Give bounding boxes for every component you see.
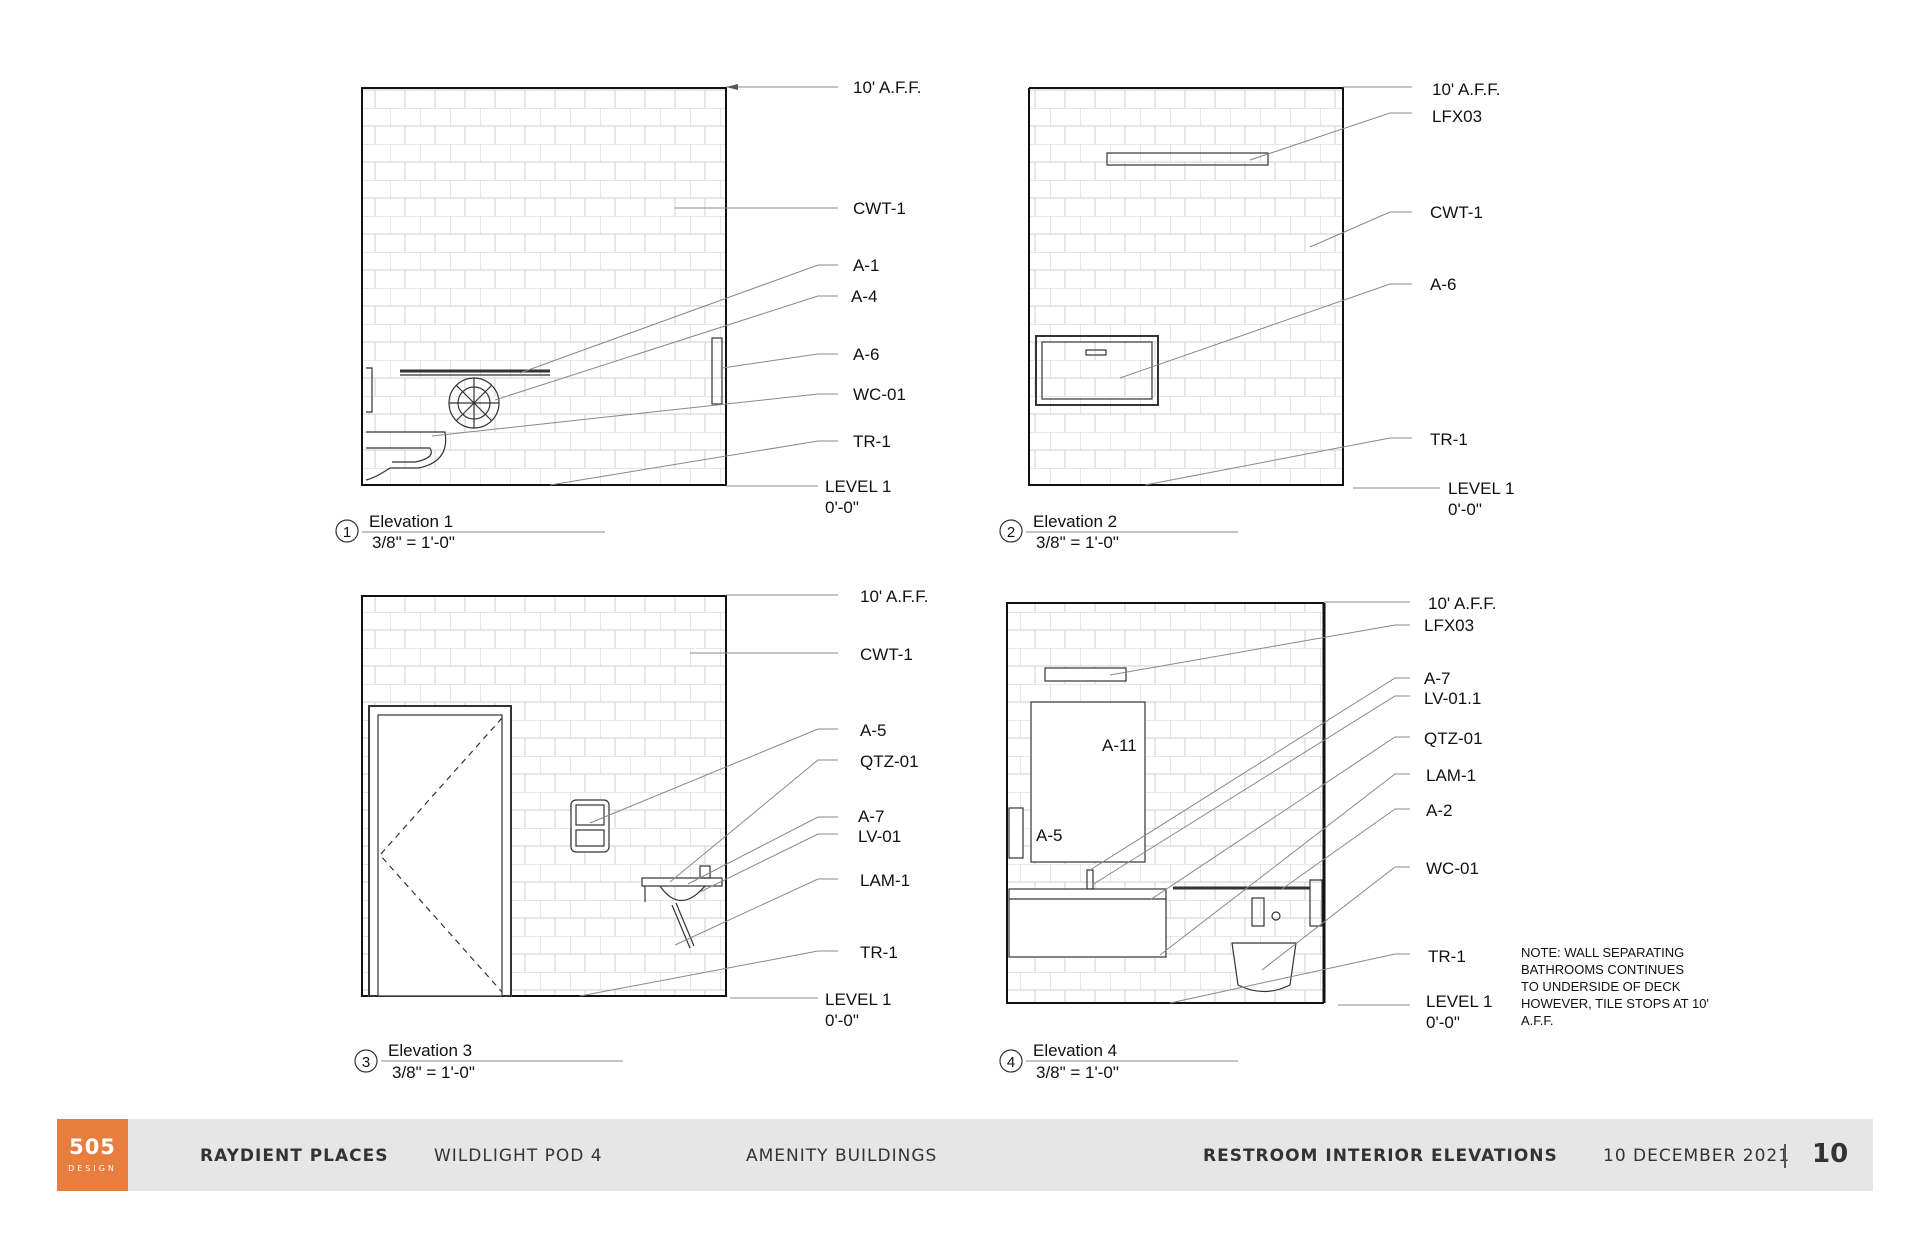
- wall-outline: [1028, 87, 1344, 486]
- logo-subtitle: DESIGN: [68, 1164, 117, 1173]
- wall-outline: [361, 87, 727, 486]
- fixtures: [1035, 152, 1269, 406]
- wall-tiles: [1029, 88, 1343, 485]
- leader-lines: [579, 594, 838, 999]
- elevation-number-circle: [999, 1049, 1023, 1073]
- label-qtz: QTZ-01: [1424, 729, 1483, 748]
- category-name: AMENITY BUILDINGS: [746, 1146, 938, 1166]
- label-cwt: CWT-1: [1430, 203, 1483, 222]
- note-line: HOWEVER, TILE STOPS AT 10': [1521, 996, 1709, 1011]
- label-affl: 10' A.F.F.: [860, 587, 928, 606]
- level-label: LEVEL 1: [825, 990, 891, 1009]
- label-a6: A-6: [1430, 275, 1456, 294]
- label-tr: TR-1: [1428, 947, 1466, 966]
- title-block-footer: 505 DESIGN RAYDIENT PLACES WILDLIGHT POD…: [57, 1119, 1873, 1191]
- label-lam: LAM-1: [860, 871, 910, 890]
- elevation-scale: 3/8" = 1'-0": [392, 1063, 475, 1082]
- label-a5: A-5: [1036, 826, 1062, 845]
- label-a6: A-6: [853, 345, 879, 364]
- logo-number: 505: [69, 1135, 116, 1159]
- elevation-2: 10' A.F.F. LFX03 CWT-1 A-6 TR-1 LEVEL 1 …: [999, 80, 1514, 552]
- elevation-number: 1: [343, 524, 351, 541]
- label-lam: LAM-1: [1426, 766, 1476, 785]
- label-a2: A-2: [1426, 801, 1452, 820]
- fixtures: [1008, 667, 1323, 993]
- elevation-title: Elevation 2: [1033, 512, 1117, 531]
- label-lv: LV-01: [858, 827, 901, 846]
- level-label: LEVEL 1: [1448, 479, 1514, 498]
- label-affl: 10' A.F.F.: [1428, 594, 1496, 613]
- label-lv: LV-01.1: [1424, 689, 1481, 708]
- fixtures: [368, 705, 723, 997]
- label-a7: A-7: [1424, 669, 1450, 688]
- elevation-scale: 3/8" = 1'-0": [1036, 1063, 1119, 1082]
- arrowhead: [726, 84, 738, 90]
- footer-divider: [1784, 1144, 1786, 1168]
- sheet-title: RESTROOM INTERIOR ELEVATIONS: [1203, 1146, 1558, 1166]
- level-label: LEVEL 1: [825, 477, 891, 496]
- label-tr: TR-1: [853, 432, 891, 451]
- elevation-1: 10' A.F.F. CWT-1 A-1 A-4 A-6 WC-01 TR-1 …: [335, 78, 921, 552]
- elevation-4: A-11 A-5 10' A.F.F. LFX03 A-7 LV-01.1 QT…: [999, 594, 1709, 1082]
- label-cwt: CWT-1: [860, 645, 913, 664]
- label-a4: A-4: [851, 287, 877, 306]
- label-tr: TR-1: [1430, 430, 1468, 449]
- label-a11: A-11: [1102, 736, 1137, 755]
- note-line: BATHROOMS CONTINUES: [1521, 962, 1684, 977]
- level-value: 0'-0": [825, 498, 859, 517]
- elevation-number-circle: [354, 1049, 378, 1073]
- elevation-number-circle: [999, 519, 1023, 543]
- label-affl: 10' A.F.F.: [853, 78, 921, 97]
- elevation-title: Elevation 3: [388, 1041, 472, 1060]
- wall-outline: [1006, 602, 1324, 1004]
- leader-lines: [1119, 86, 1440, 489]
- label-cwt: CWT-1: [853, 199, 906, 218]
- elevation-scale: 3/8" = 1'-0": [372, 533, 455, 552]
- elevation-number: 3: [362, 1054, 370, 1071]
- page-number: 10: [1812, 1139, 1849, 1169]
- level-value: 0'-0": [1426, 1013, 1460, 1032]
- note-line: NOTE: WALL SEPARATING: [1521, 945, 1684, 960]
- label-lfx: LFX03: [1424, 616, 1474, 635]
- label-lfx: LFX03: [1432, 107, 1482, 126]
- label-a5: A-5: [860, 721, 886, 740]
- label-affl: 10' A.F.F.: [1432, 80, 1500, 99]
- wall-note: NOTE: WALL SEPARATING BATHROOMS CONTINUE…: [1521, 945, 1709, 1028]
- label-a7: A-7: [858, 807, 884, 826]
- leader-lines: [431, 207, 838, 487]
- elevation-title: Elevation 1: [369, 512, 453, 531]
- project-name: WILDLIGHT POD 4: [434, 1146, 603, 1166]
- level-value: 0'-0": [1448, 500, 1482, 519]
- label-wc: WC-01: [1426, 859, 1479, 878]
- elevation-number: 2: [1007, 524, 1015, 541]
- label-tr: TR-1: [860, 943, 898, 962]
- elevation-title: Elevation 4: [1033, 1041, 1117, 1060]
- note-line: TO UNDERSIDE OF DECK: [1521, 979, 1681, 994]
- note-line: A.F.F.: [1521, 1013, 1554, 1028]
- elevation-3: 10' A.F.F. CWT-1 A-5 QTZ-01 A-7 LV-01 LA…: [354, 587, 928, 1082]
- level-label: LEVEL 1: [1426, 992, 1492, 1011]
- label-a1: A-1: [853, 256, 879, 275]
- label-wc: WC-01: [853, 385, 906, 404]
- elevation-number: 4: [1007, 1054, 1015, 1071]
- level-value: 0'-0": [825, 1011, 859, 1030]
- label-qtz: QTZ-01: [860, 752, 919, 771]
- leader-lines: [1089, 601, 1410, 1006]
- client-name: RAYDIENT PLACES: [200, 1146, 389, 1166]
- sheet-date: 10 DECEMBER 2021: [1603, 1146, 1791, 1166]
- company-logo: 505 DESIGN: [57, 1119, 128, 1191]
- elevation-scale: 3/8" = 1'-0": [1036, 533, 1119, 552]
- elevation-number-circle: [335, 519, 359, 543]
